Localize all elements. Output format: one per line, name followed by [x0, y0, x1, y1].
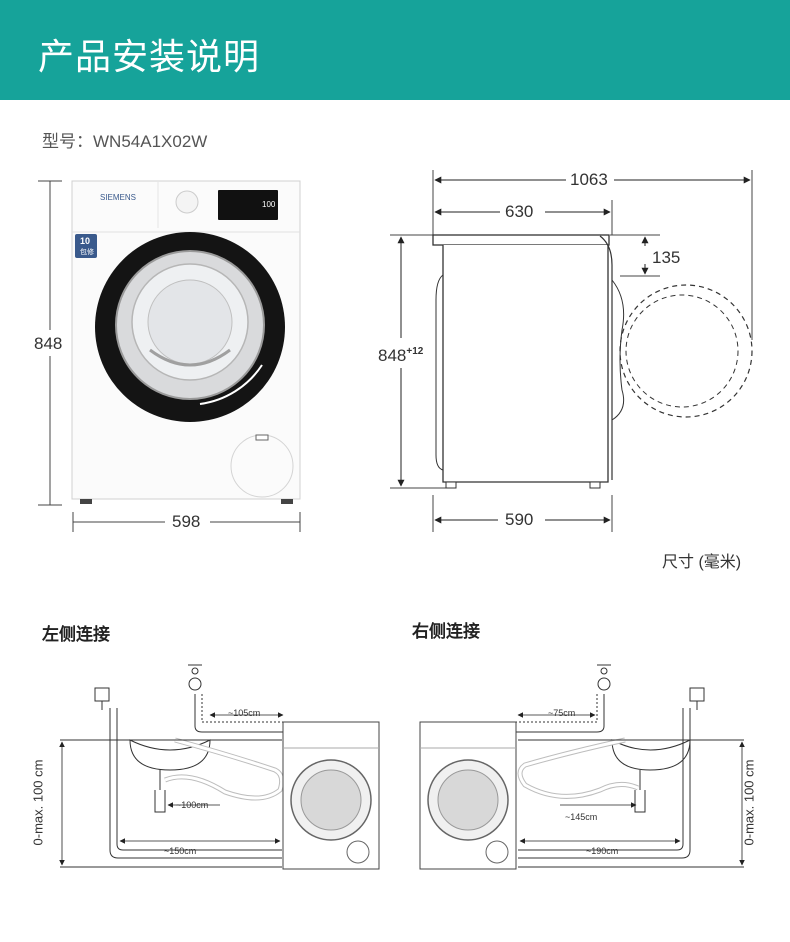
side-height-tolerance: +12 [406, 346, 424, 357]
side-height-label: 848+12 [378, 342, 424, 366]
left-drain-long-label: ~150cm [164, 846, 197, 856]
right-inlet-label: ~75cm [548, 708, 576, 718]
front-width-label: 598 [172, 512, 201, 532]
left-connection-title: 左侧连接 [42, 625, 110, 645]
total-depth-label: 1063 [570, 170, 608, 190]
top-depth-label: 630 [505, 202, 534, 222]
brand-logo: SIEMENS [100, 193, 137, 202]
display-readout: 100 [262, 200, 276, 209]
front-height-dimension [38, 180, 62, 506]
left-inlet-label: ~105cm [228, 708, 261, 718]
left-connection-diagram [59, 664, 380, 870]
warranty-badge-text: 包修 [80, 249, 94, 256]
page-title: 产品安装说明 [38, 37, 261, 78]
right-connection-diagram [419, 664, 745, 870]
right-drain-long-label: ~190cm [586, 846, 619, 856]
model-line: 型号：WN54A1X02W [42, 127, 207, 152]
left-height-label: 0-max. 100 cm [30, 759, 46, 846]
door-offset-label: 135 [652, 248, 681, 268]
side-dimensions [390, 170, 753, 532]
model-label: 型号： [42, 132, 93, 151]
washer-front-illustration [71, 180, 301, 504]
front-height-label: 848 [34, 334, 63, 354]
side-height-value: 848 [378, 346, 407, 365]
unit-note: 尺寸 (毫米) [662, 554, 742, 571]
front-width-dimension [72, 512, 301, 532]
right-height-label: 0-max. 100 cm [741, 759, 757, 846]
left-drain-short-label: ~100cm [176, 800, 209, 810]
right-connection-title: 右侧连接 [412, 622, 480, 642]
washer-side-illustration [432, 234, 753, 489]
model-value: WN54A1X02W [93, 132, 208, 151]
right-drain-short-label: ~145cm [565, 812, 598, 822]
header-banner: 产品安装说明 [0, 0, 790, 100]
base-depth-label: 590 [505, 510, 534, 530]
warranty-badge-number: 10 [80, 236, 91, 246]
